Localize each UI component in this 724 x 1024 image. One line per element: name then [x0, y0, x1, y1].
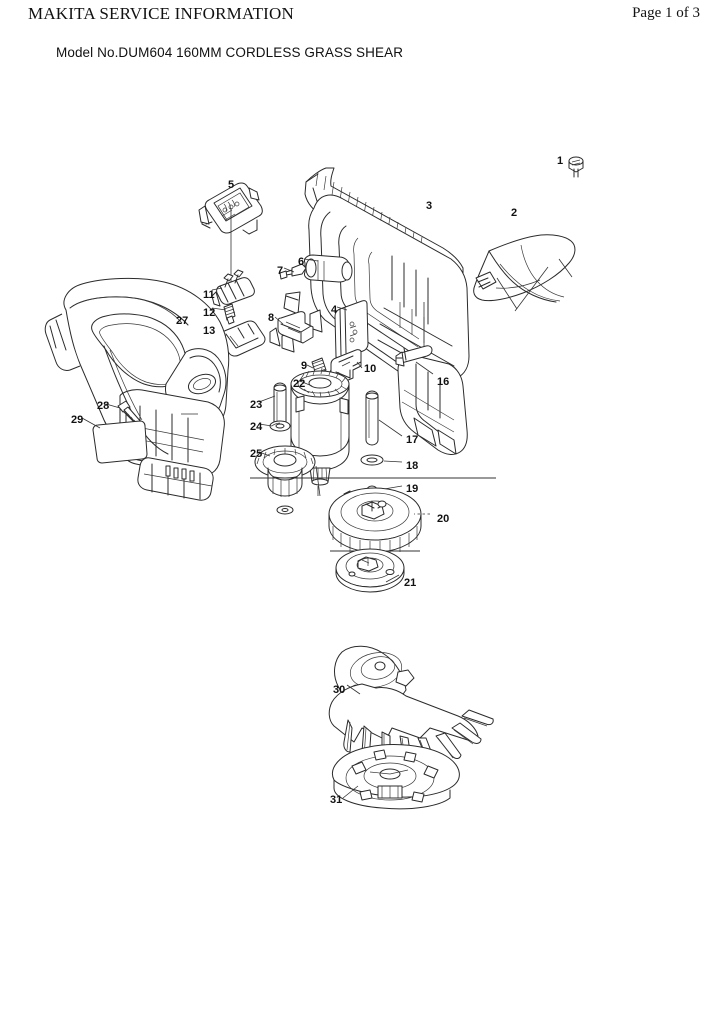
- part-30-shear-blade: [328, 645, 494, 769]
- base-plate-lugs: [351, 749, 439, 803]
- part-29-name-plate: [92, 420, 148, 464]
- leader-25b: [315, 465, 321, 497]
- part-7-terminal-pin: [279, 263, 307, 280]
- callout-number-22: 22: [293, 378, 306, 390]
- leader-8: [274, 316, 284, 325]
- callout-number-17: 17: [406, 434, 419, 446]
- callout-number-12: 12: [203, 307, 216, 319]
- leader-2: [496, 277, 518, 310]
- callout-number-11: 11: [203, 289, 215, 301]
- leader-30: [346, 684, 361, 695]
- leader-7: [283, 267, 295, 273]
- leader-22: [299, 380, 313, 387]
- page-indicator: Page 1 of 3: [632, 5, 700, 21]
- part-4-controller-board: [334, 300, 369, 360]
- leader-21: [385, 574, 400, 583]
- leader-28: [105, 403, 121, 409]
- leader-31: [342, 785, 359, 799]
- model-title: Model No.DUM604 160MM CORDLESS GRASS SHE…: [56, 45, 404, 60]
- callout-number-7: 7: [277, 265, 284, 277]
- callout-number-23: 23: [250, 399, 263, 411]
- callout-number-27: 27: [176, 315, 189, 327]
- leader-23: [258, 395, 276, 403]
- leader-1: [558, 258, 573, 278]
- gear-teeth-25: [256, 448, 314, 465]
- part-12-spring-pin: [223, 303, 236, 325]
- leader-16: [415, 361, 434, 375]
- part-3-housing-right: [281, 167, 470, 455]
- motor-windings: [297, 367, 347, 398]
- callout-number-8: 8: [268, 312, 275, 324]
- part-21-gear-plate: [335, 548, 405, 593]
- part-5-switch-panel: [198, 182, 263, 235]
- callout-number-13: 13: [203, 325, 216, 337]
- service-information-header: MAKITA SERVICE INFORMATION: [28, 4, 294, 23]
- callout-number-28: 28: [97, 400, 110, 412]
- callout-number-30: 30: [333, 684, 346, 696]
- leader-4: [336, 306, 348, 311]
- callout-number-20: 20: [437, 513, 450, 525]
- part-16-bar-bracket: [395, 345, 433, 367]
- part-23-shaft-long: [273, 382, 287, 432]
- callout-number-5: 5: [228, 179, 235, 191]
- part-6-capacitor: [304, 254, 353, 283]
- leader-11: [211, 287, 223, 291]
- callout-number-19: 19: [406, 483, 419, 495]
- callout-number-25: 25: [250, 448, 263, 460]
- part-8-bracket: [269, 311, 314, 347]
- callout-number-9: 9: [301, 360, 308, 372]
- callout-number-6: 6: [298, 256, 305, 268]
- callout-number-16: 16: [437, 376, 450, 388]
- callout-number-18: 18: [406, 460, 419, 472]
- callout-number-1: 1: [557, 155, 564, 167]
- callout-number-3: 3: [426, 200, 433, 212]
- part-24-washer: [269, 420, 291, 432]
- part-20-gear-wheel: [328, 487, 422, 556]
- battery-contacts: [165, 465, 195, 482]
- part-2-blade-cover: [473, 234, 576, 303]
- leader-17: [378, 419, 403, 437]
- part-27-handle-housing: [44, 277, 230, 501]
- part-25-pinion-gear: [254, 445, 316, 515]
- callout-number-21: 21: [404, 577, 417, 589]
- leader-29: [81, 417, 101, 429]
- callout-number-4: 4: [331, 304, 338, 316]
- part-17-shaft: [365, 390, 379, 446]
- leader-25: [258, 451, 271, 457]
- exploded-parts-diagram: [0, 96, 724, 826]
- leader-24: [258, 423, 273, 427]
- leader-10: [356, 361, 363, 369]
- callout-number-29: 29: [71, 414, 84, 426]
- leader-9: [306, 364, 314, 369]
- callout-number-24: 24: [250, 421, 263, 433]
- part-11-switch: [211, 269, 255, 307]
- part-1-screw: [568, 156, 584, 178]
- part-31-base-plate: [332, 744, 460, 810]
- part-18-washer: [360, 454, 384, 466]
- leader-6: [303, 258, 319, 262]
- callout-number-10: 10: [364, 363, 377, 375]
- callout-number-2: 2: [511, 207, 518, 219]
- callout-number-31: 31: [330, 794, 343, 806]
- leader-18: [383, 460, 403, 463]
- leader-12: [211, 307, 227, 311]
- leader-1b: [514, 266, 549, 312]
